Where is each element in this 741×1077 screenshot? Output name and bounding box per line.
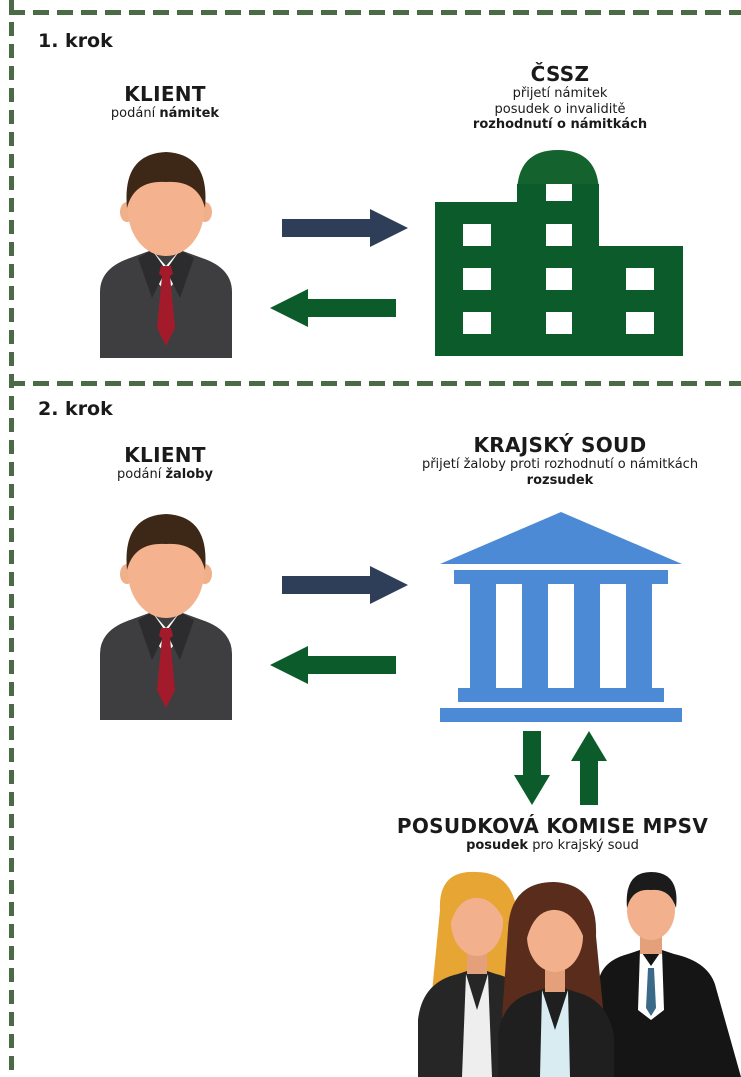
step2-client-name: KLIENT [124, 443, 206, 467]
arrow-to-cssz-icon [282, 209, 408, 247]
step1-title: 1. krok [38, 30, 113, 52]
court-line2: rozsudek [526, 472, 594, 488]
step-divider [9, 381, 741, 386]
step1-client-label: KLIENT podání námitek [70, 82, 260, 122]
step2-client-label: KLIENT podání žaloby [70, 443, 260, 483]
courthouse-icon [440, 512, 682, 722]
commission-name: POSUDKOVÁ KOMISE MPSV [396, 814, 709, 838]
arrow-up-to-court-icon [571, 731, 607, 805]
court-name: KRAJSKÝ SOUD [473, 433, 647, 457]
arrow-to-client-icon [270, 646, 396, 684]
group-of-people-icon [418, 871, 741, 1077]
arrow-to-client-icon [270, 289, 396, 327]
left-dashed-border [9, 0, 14, 1077]
step2-court-label: KRAJSKÝ SOUD přijetí žaloby proti rozhod… [395, 433, 725, 488]
arrow-to-court-icon [282, 566, 408, 604]
client-person-icon [100, 514, 232, 720]
building-icon [435, 150, 683, 356]
step1-client-action: podání námitek [110, 106, 220, 121]
arrow-down-to-commission-icon [514, 731, 550, 805]
cssz-line3: rozhodnutí o námitkách [472, 117, 648, 133]
step1-authority-label: ČSSZ přijetí námitek posudek o invalidit… [430, 62, 690, 133]
top-dashed-border [9, 10, 741, 15]
client-person-icon [100, 152, 232, 358]
cssz-name: ČSSZ [530, 62, 590, 86]
step2-client-action: podání žaloby [117, 467, 213, 482]
commission-label: POSUDKOVÁ KOMISE MPSV posudek pro krajsk… [395, 814, 710, 854]
court-line1: přijetí žaloby proti rozhodnutí o námitk… [421, 457, 699, 472]
cssz-line1: přijetí námitek [512, 86, 608, 101]
cssz-line2: posudek o invaliditě [494, 101, 626, 117]
commission-line: posudek pro krajský soud [466, 838, 639, 853]
step1-client-name: KLIENT [124, 82, 206, 106]
step2-title: 2. krok [38, 398, 113, 420]
